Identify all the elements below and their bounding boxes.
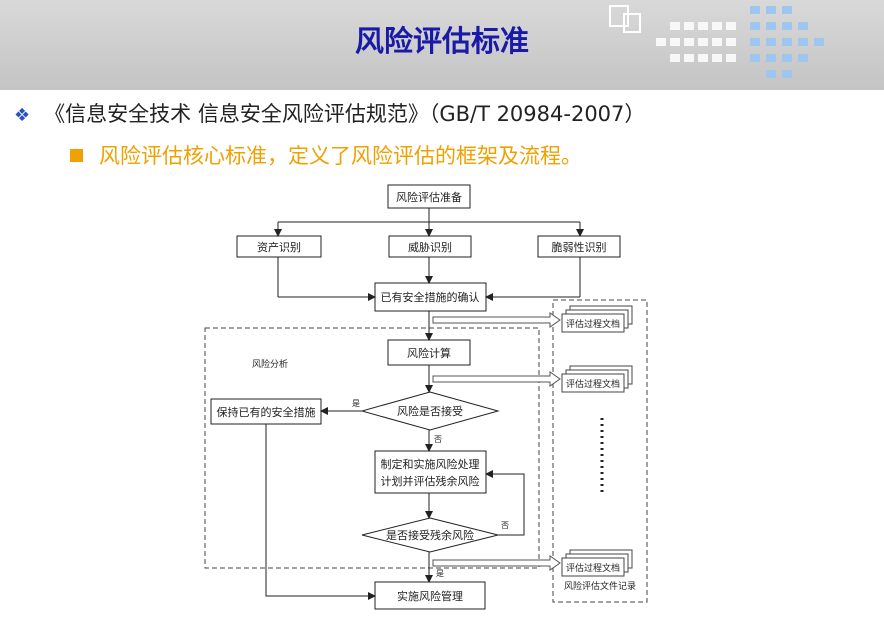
no-label-plan: 否 [434,435,442,444]
records-container [552,299,648,603]
accept-residual-label: 是否接受残余风险 [386,528,474,542]
plan-box [374,450,487,494]
square-bullet-icon [70,149,83,162]
asset-label: 资产识别 [257,240,301,254]
prepare-label: 风险评估准备 [396,190,462,204]
accept-risk-label: 风险是否接受 [397,404,463,418]
doc-label-3: 评估过程文档 [566,562,620,574]
yes-label-implement: 是 [436,569,444,578]
bullet-standard-text: 《信息安全技术 信息安全风险评估规范》（GB/T 20984-2007） [44,102,646,126]
header-decoration [609,5,824,78]
doc-label-2: 评估过程文档 [566,378,620,390]
keep-measures-label: 保持已有的安全措施 [217,405,316,419]
yes-label-keep: 是 [352,399,360,408]
plan-label: 制定和实施风险处理 [381,457,480,471]
doc-stack-icon-1 [561,305,633,333]
keep-measures-box [210,398,322,425]
no-label-loop: 否 [501,521,509,530]
existing-measures-label: 已有安全措施的确认 [381,290,480,304]
threat-label: 威胁识别 [408,240,452,254]
bullet-standard: ❖ 《信息安全技术 信息安全风险评估规范》（GB/T 20984-2007） [14,98,645,128]
diamond-bullet-icon: ❖ [14,105,31,126]
doc-stack-icon-3 [561,549,633,577]
accept-risk-diamond [360,391,500,431]
risk-analysis-container [204,327,540,569]
implement-label: 实施风险管理 [397,589,463,603]
doc-stack-icon-2 [561,365,633,393]
risk-analysis-label: 风险分析 [252,358,288,370]
bullet-description-text: 风险评估核心标准，定义了风险评估的框架及流程。 [99,144,582,168]
doc-label-1: 评估过程文档 [566,318,620,330]
plan-label-line2: 计划并评估残余风险 [381,474,480,488]
vuln-label: 脆弱性识别 [552,240,607,254]
risk-calc-label: 风险计算 [407,346,451,360]
risk-calc-box [387,339,471,366]
accept-residual-diamond [361,517,499,553]
records-label: 风险评估文件记录 [564,580,636,592]
header-bar [0,0,884,90]
bullet-description: 风险评估核心标准，定义了风险评估的框架及流程。 [70,140,582,170]
slide-title: 风险评估标准 [354,24,529,58]
